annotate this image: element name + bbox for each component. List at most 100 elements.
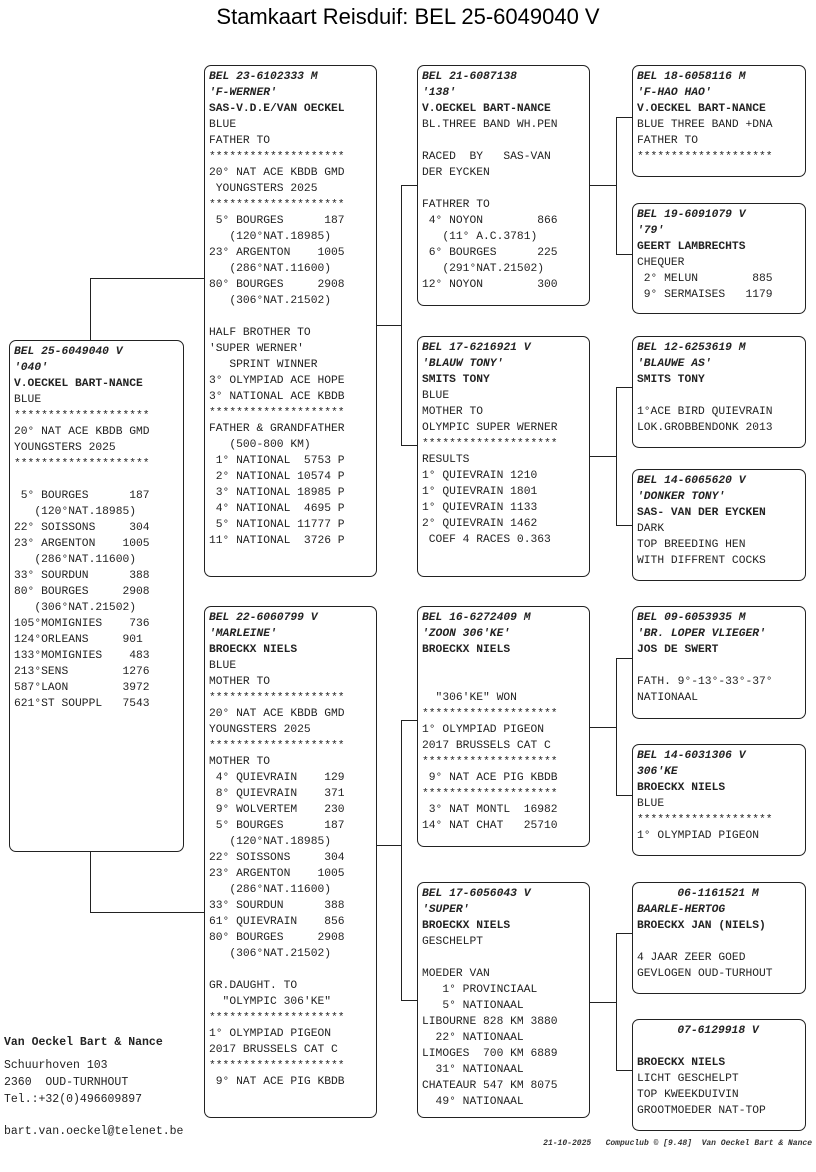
info-line: HALF BROTHER TO <box>209 327 311 339</box>
info-line: 2° NATIONAL 10574 P <box>209 471 345 483</box>
connector <box>401 445 417 446</box>
info-line: BLUE <box>209 660 237 672</box>
pigeon-name: '79' <box>637 225 665 237</box>
info-line: ******************** <box>209 407 345 419</box>
connector <box>590 1002 616 1003</box>
info-line: YOUNGSTERS 2025 <box>209 724 311 736</box>
info-line: YOUNGSTERS 2025 <box>14 442 116 454</box>
breeder: SMITS TONY <box>422 374 490 386</box>
breeder: JOS DE SWERT <box>637 644 719 656</box>
info-line: BLUE <box>209 119 237 131</box>
info-line: 1° QUIEVRAIN 1210 <box>422 470 538 482</box>
info-line: 2° MELUN 885 <box>637 273 773 285</box>
info-line: 213°SENS 1276 <box>14 666 150 678</box>
info-line: 5° NATIONAAL <box>422 1000 524 1012</box>
breeder: BROECKX NIELS <box>422 644 511 656</box>
connector <box>401 720 417 721</box>
info-line: 3° NATIONAL ACE KBDB <box>209 391 345 403</box>
connector <box>90 278 91 340</box>
info-line <box>422 181 589 197</box>
info-line: 133°MOMIGNIES 483 <box>14 650 150 662</box>
ring-number: BEL 21-6087138 <box>422 71 517 83</box>
info-line: RACED BY SAS-VAN <box>422 151 551 163</box>
info-line: OLYMPIC SUPER WERNER <box>422 422 558 434</box>
info-line: 4° QUIEVRAIN 129 <box>209 772 345 784</box>
info-line: (286°NAT.11600) <box>209 884 332 896</box>
info-line: FATHER & GRANDFATHER <box>209 423 345 435</box>
connector <box>401 1000 417 1001</box>
connector <box>90 852 91 912</box>
connector <box>616 933 617 1070</box>
info-line: 61° QUIEVRAIN 856 <box>209 916 345 928</box>
pigeon-card-fmm: BEL 14-6065620 V'DONKER TONY'SAS- VAN DE… <box>632 469 806 581</box>
info-line: LIMOGES 700 KM 6889 <box>422 1048 558 1060</box>
ring-number: BEL 22-6060799 V <box>209 612 318 624</box>
info-line: 1° PROVINCIAAL <box>422 984 538 996</box>
info-line: GR.DAUGHT. TO <box>209 980 298 992</box>
info-line: ******************** <box>422 708 558 720</box>
info-line <box>637 388 805 404</box>
owner-name: Van Oeckel Bart & Nance <box>4 1036 163 1049</box>
info-line: 80° BOURGES 2908 <box>209 279 345 291</box>
ring-number: BEL 16-6272409 M <box>422 612 531 624</box>
info-line: 'SUPER WERNER' <box>209 343 304 355</box>
info-line: LIBOURNE 828 KM 3880 <box>422 1016 558 1028</box>
info-line: (306°NAT.21502) <box>14 602 137 614</box>
info-line: DARK <box>637 523 665 535</box>
connector <box>616 387 617 525</box>
info-line: 22° SOISSONS 304 <box>209 852 345 864</box>
pigeon-name: 'ZOON 306'KE' <box>422 628 511 640</box>
connector <box>377 325 401 326</box>
info-line: 12° NOYON 300 <box>422 279 558 291</box>
info-line: (306°NAT.21502) <box>209 948 332 960</box>
info-line: (120°NAT.18985) <box>14 506 137 518</box>
info-line: ******************** <box>637 814 773 826</box>
breeder: GEERT LAMBRECHTS <box>637 241 746 253</box>
ring-number: BEL 19-6091079 V <box>637 209 746 221</box>
info-line: 2° QUIEVRAIN 1462 <box>422 518 538 530</box>
info-line: 3° OLYMPIAD ACE HOPE <box>209 375 345 387</box>
info-line: GESCHELPT <box>422 936 484 948</box>
ring-number: 06-1161521 M <box>677 888 759 900</box>
info-line: MOTHER TO <box>209 676 271 688</box>
info-line: "OLYMPIC 306'KE" <box>209 996 332 1008</box>
info-line <box>209 309 376 325</box>
breeder: BROECKX NIELS <box>637 782 726 794</box>
info-line: NATIONAAL <box>637 692 699 704</box>
pigeon-name: '138' <box>422 87 456 99</box>
info-line <box>14 472 183 488</box>
pigeon-name: 'BR. LOPER VLIEGER' <box>637 628 766 640</box>
info-line: ******************** <box>14 410 150 422</box>
info-line: 23° ARGENTON 1005 <box>209 247 345 259</box>
info-line: BLUE <box>14 394 42 406</box>
owner-email[interactable]: bart.van.oeckel@telenet.be <box>4 1125 184 1138</box>
info-line <box>422 133 589 149</box>
info-line: 2017 BRUSSELS CAT C <box>209 1044 338 1056</box>
info-line: LOK.GROBBENDONK 2013 <box>637 422 773 434</box>
info-line: FATHRER TO <box>422 199 490 211</box>
info-line: (120°NAT.18985) <box>209 836 332 848</box>
info-line <box>637 934 805 950</box>
ring-number: 07-6129918 V <box>677 1025 759 1037</box>
info-line: "306'KE" WON <box>422 692 517 704</box>
info-line: CHATEAUR 547 KM 8075 <box>422 1080 558 1092</box>
info-line: BLUE THREE BAND +DNA <box>637 119 773 131</box>
info-line: ******************** <box>209 1060 345 1072</box>
breeder: BROECKX JAN (NIELS) <box>637 920 766 932</box>
pigeon-name: 306'KE <box>637 766 678 778</box>
connector <box>616 117 617 254</box>
ring-number: BEL 14-6065620 V <box>637 475 746 487</box>
info-line: 20° NAT ACE KBDB GMD <box>209 708 345 720</box>
info-line: ******************** <box>209 740 345 752</box>
info-line: 4° NOYON 866 <box>422 215 558 227</box>
info-line: 1° QUIEVRAIN 1801 <box>422 486 538 498</box>
info-line: COEF 4 RACES 0.363 <box>422 534 551 546</box>
breeder: BROECKX NIELS <box>422 920 511 932</box>
breeder: SMITS TONY <box>637 374 705 386</box>
pigeon-card-mother-father: BEL 16-6272409 M 'ZOON 306'KE' BROECKX NIE… <box>417 606 590 847</box>
connector <box>590 185 616 186</box>
breeder: BROECKX NIELS <box>637 1057 726 1069</box>
info-line: 14° NAT CHAT 25710 <box>422 820 558 832</box>
